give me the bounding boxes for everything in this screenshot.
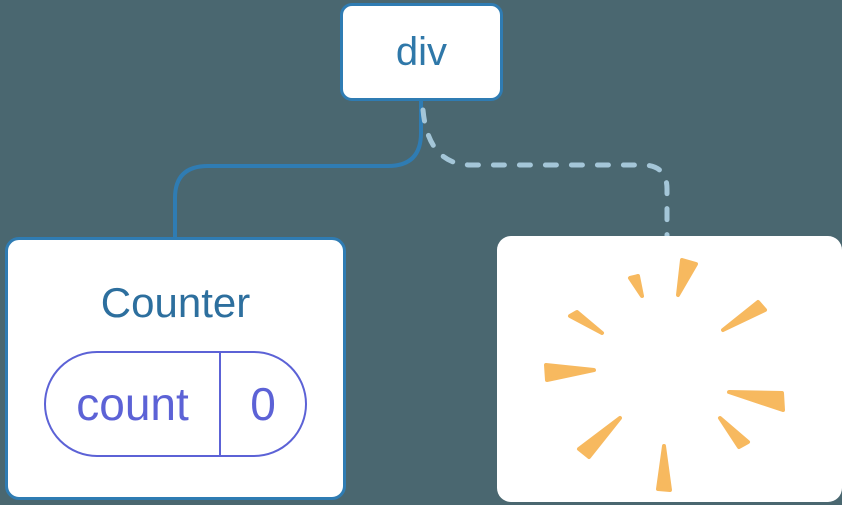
counter-title: Counter <box>100 279 251 326</box>
node-counter: Counter count 0 <box>5 237 346 500</box>
edge-div-to-counter <box>173 99 423 240</box>
state-key: count <box>46 353 221 455</box>
node-removed <box>497 236 842 502</box>
node-div-label: div <box>395 30 448 74</box>
state-pill: count 0 <box>44 351 307 457</box>
node-div: div <box>340 3 503 101</box>
edge-div-to-removed <box>420 107 670 240</box>
state-value: 0 <box>250 378 276 430</box>
poof-icon <box>544 258 785 492</box>
